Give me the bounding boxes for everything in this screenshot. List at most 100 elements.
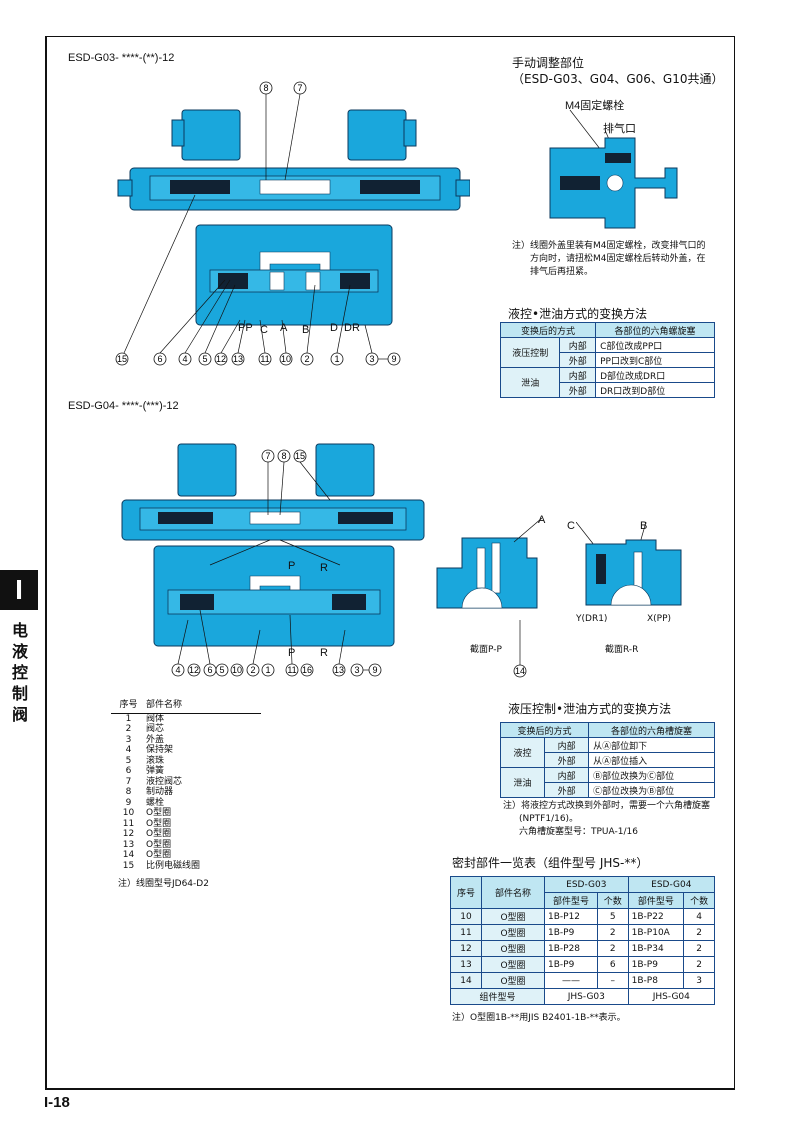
seal-note: 注）O型圈1B-**用JIS B2401-1B-**表示。 xyxy=(452,1013,626,1023)
g03-port-dr: DR xyxy=(344,322,360,334)
g03-callout-8: 8 xyxy=(259,81,273,95)
g03-port-d: D xyxy=(330,322,338,334)
page-frame xyxy=(45,36,735,1090)
seal-title: 密封部件一览表（组件型号 JHS-**） xyxy=(452,856,649,870)
conv2-desc: Ⓒ部位改换为Ⓑ部位 xyxy=(588,782,715,798)
g03-callout-12: 12 xyxy=(214,352,228,366)
g03-callout-7: 7 xyxy=(293,81,307,95)
g04-callout-11: 11 xyxy=(285,663,299,677)
seal-h-qty: 个数 xyxy=(596,892,629,909)
conv1-mode: 泄油 xyxy=(499,367,561,398)
svg-text:2: 2 xyxy=(250,665,255,675)
conv2-note-2: (NPTF1/16)。 xyxy=(519,814,579,824)
seal-h-no: 序号 xyxy=(450,876,482,909)
g04-callout-3: 3 xyxy=(350,663,364,677)
conv1-h-plug: 各部位的六角螺旋塞 xyxy=(595,322,715,338)
section-rr-drawing xyxy=(576,522,682,606)
parts-note: 注）线圈型号JD64-D2 xyxy=(118,879,209,889)
page-frame-right xyxy=(734,36,735,1090)
g03-model-label: ESD-G03- ****-(**)-12 xyxy=(68,52,175,64)
conv1-desc: C部位改成PP口 xyxy=(595,337,715,353)
conv2-mode: 液控 xyxy=(499,737,546,768)
g04-port-p-top: P xyxy=(288,560,296,572)
g04-callouts: 7 8 15 4 12 6 5 10 2 1 11 16 13 3 9 xyxy=(171,449,382,677)
g04-port-r-bottom: R xyxy=(320,647,328,659)
svg-text:7: 7 xyxy=(265,451,270,461)
g03-callout-9: 9 xyxy=(387,352,401,366)
section-pp-drawing xyxy=(436,518,542,609)
g04-callout-13: 13 xyxy=(332,663,346,677)
g03-callout-2: 2 xyxy=(300,352,314,366)
manual-drawing xyxy=(549,109,678,229)
conv2-note-1: 注）将液控方式改换到外部时，需要一个六角槽旋塞 xyxy=(503,801,711,811)
conv1-desc: DR口改到D部位 xyxy=(595,382,715,398)
g04-sectional-drawing xyxy=(121,443,425,647)
section-label-c: C xyxy=(567,520,575,532)
svg-text:11: 11 xyxy=(287,665,296,675)
svg-text:9: 9 xyxy=(391,354,396,364)
seal-table: 序号 部件名称 ESD-G03 ESD-G04 部件型号个数 部件型号个数 10… xyxy=(450,876,716,1005)
g04-callout-9: 9 xyxy=(368,663,382,677)
svg-text:4: 4 xyxy=(175,665,180,675)
conv2-h-plug: 各部位的六角槽旋塞 xyxy=(588,722,715,738)
g04-callout-2: 2 xyxy=(246,663,260,677)
svg-text:11: 11 xyxy=(260,354,269,364)
conv1-h-mode: 变换后的方式 xyxy=(499,322,597,338)
svg-text:9: 9 xyxy=(372,665,377,675)
g03-callout-3: 3 xyxy=(365,352,379,366)
seal-h-type: 部件型号 xyxy=(627,892,685,909)
g04-callout-6: 6 xyxy=(203,663,217,677)
g04-model-label: ESD-G04- ****-(***)-12 xyxy=(68,400,179,412)
section-y-label: Y(DR1) xyxy=(576,614,608,624)
svg-text:3: 3 xyxy=(354,665,359,675)
svg-text:6: 6 xyxy=(207,665,212,675)
svg-text:16: 16 xyxy=(302,665,312,675)
g04-callout-1: 1 xyxy=(261,663,275,677)
svg-text:12: 12 xyxy=(216,354,226,364)
seal-h-qty: 个数 xyxy=(683,892,715,909)
section-rr-label: 截面R-R xyxy=(605,645,639,655)
g03-callout-4: 4 xyxy=(178,352,192,366)
svg-text:6: 6 xyxy=(157,354,162,364)
svg-text:8: 8 xyxy=(263,83,268,93)
chapter-tab: I xyxy=(0,570,38,610)
conv2-desc: Ⓑ部位改换为Ⓒ部位 xyxy=(588,767,715,783)
conv2-desc: 从Ⓐ部位卸下 xyxy=(588,737,715,753)
g03-callout-13: 13 xyxy=(231,352,245,366)
g03-port-b: B xyxy=(302,324,310,336)
g04-callout-16: 16 xyxy=(300,663,314,677)
svg-text:8: 8 xyxy=(281,451,286,461)
g03-sectional-drawing xyxy=(117,109,470,326)
seal-h-type: 部件型号 xyxy=(544,892,598,909)
section-x-label: X(PP) xyxy=(647,614,672,624)
g04-callout-10: 10 xyxy=(230,663,244,677)
svg-text:2: 2 xyxy=(304,354,309,364)
chapter-title: 电液控制阀 xyxy=(11,621,28,724)
g03-callout-1: 1 xyxy=(330,352,344,366)
seal-h-g03: ESD-G03 xyxy=(544,876,629,893)
svg-text:5: 5 xyxy=(202,354,207,364)
svg-text:3: 3 xyxy=(369,354,374,364)
svg-text:10: 10 xyxy=(232,665,242,675)
g03-port-a: A xyxy=(280,322,288,334)
conv1-desc: D部位改成DR口 xyxy=(595,367,715,383)
g03-callout-11: 11 xyxy=(258,352,272,366)
g04-port-r-top: R xyxy=(320,562,328,574)
conv1-desc: PP口改到C部位 xyxy=(595,352,715,368)
